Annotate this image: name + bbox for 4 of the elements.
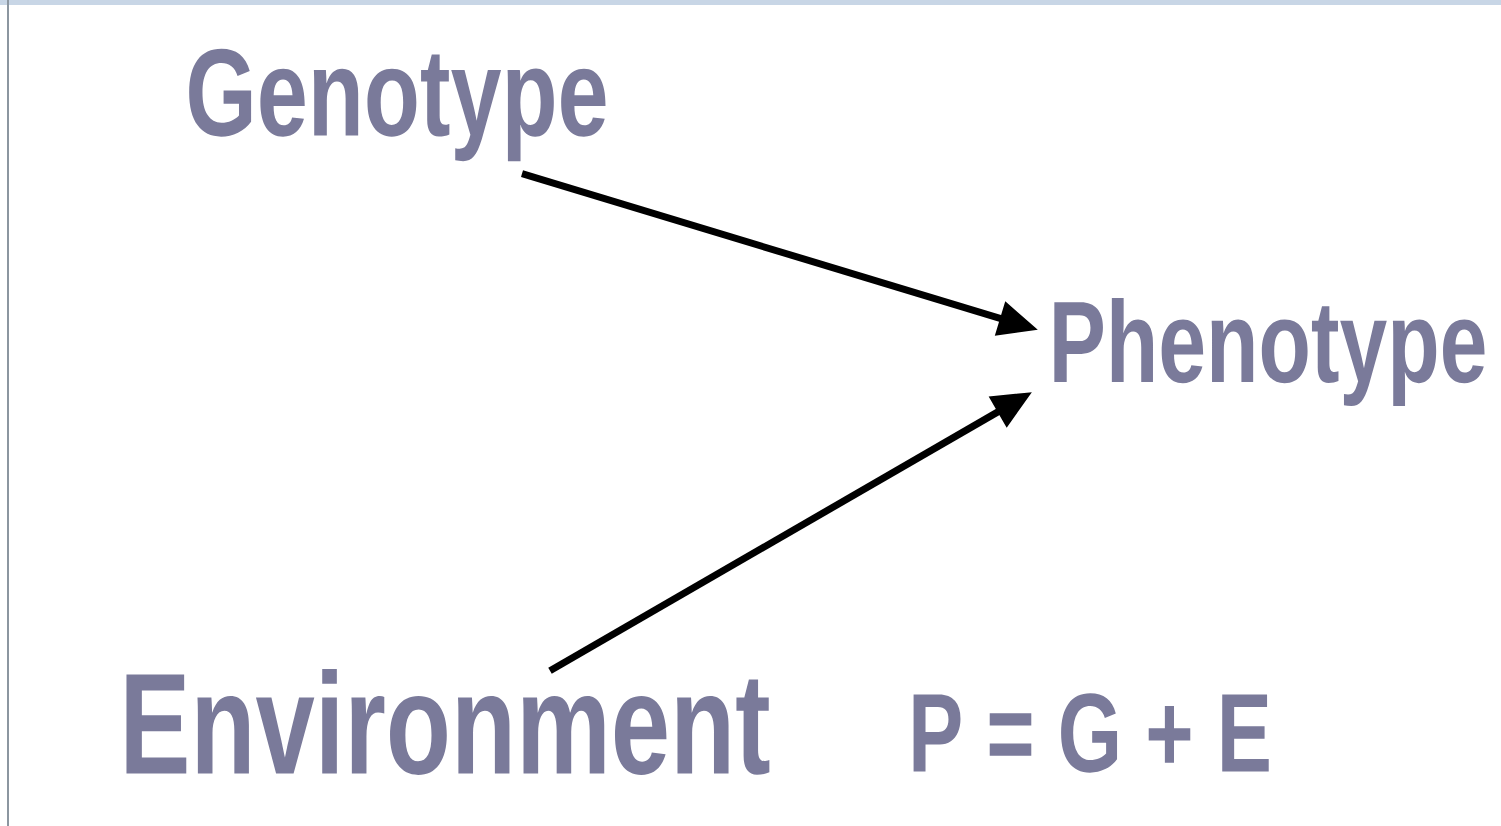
title-word: Phenotype xyxy=(1054,297,1485,407)
equation: P = G + E xyxy=(913,693,1269,773)
title-word: Environment xyxy=(126,669,770,775)
title-word: Genotype xyxy=(189,48,606,162)
